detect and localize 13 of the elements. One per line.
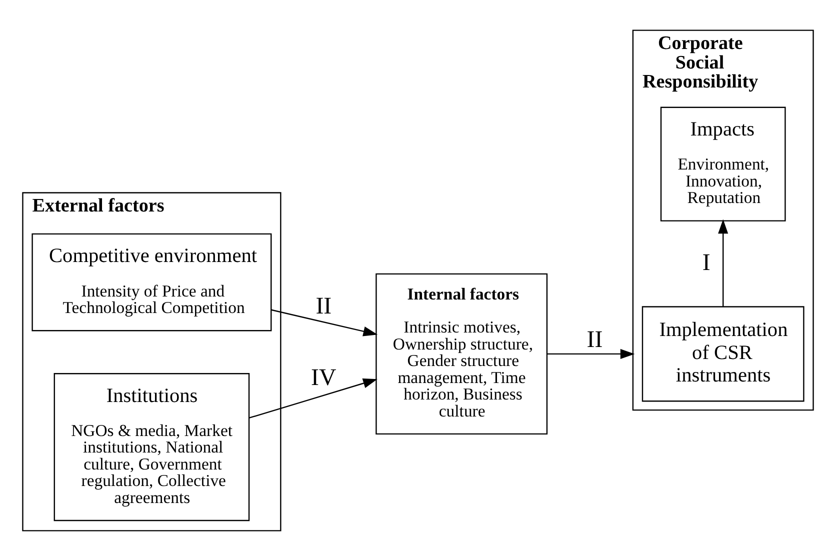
edge-label: II [316,292,332,319]
edge-label: I [702,249,710,276]
arrow [271,308,378,336]
node-box: Institutions NGOs & media, Market institutions, National culture, Government regulation, Collective agreements [54,372,250,521]
edge-label: IV [311,364,336,390]
node-box: Competitive environment Intensity of Price and Technological Competition [32,232,272,331]
node-box: Implementation of CSR instruments [642,306,804,402]
node-box: Internal factors Intrinsic motives, Ownership structure, Gender structure management, Time horizon, Business culture [376,272,548,434]
arrow [547,348,635,358]
arrow [249,378,378,418]
edge-label: II [586,326,603,352]
node-box: Impacts Environment, Innovation, Reputation [660,106,786,221]
arrow [718,218,728,306]
